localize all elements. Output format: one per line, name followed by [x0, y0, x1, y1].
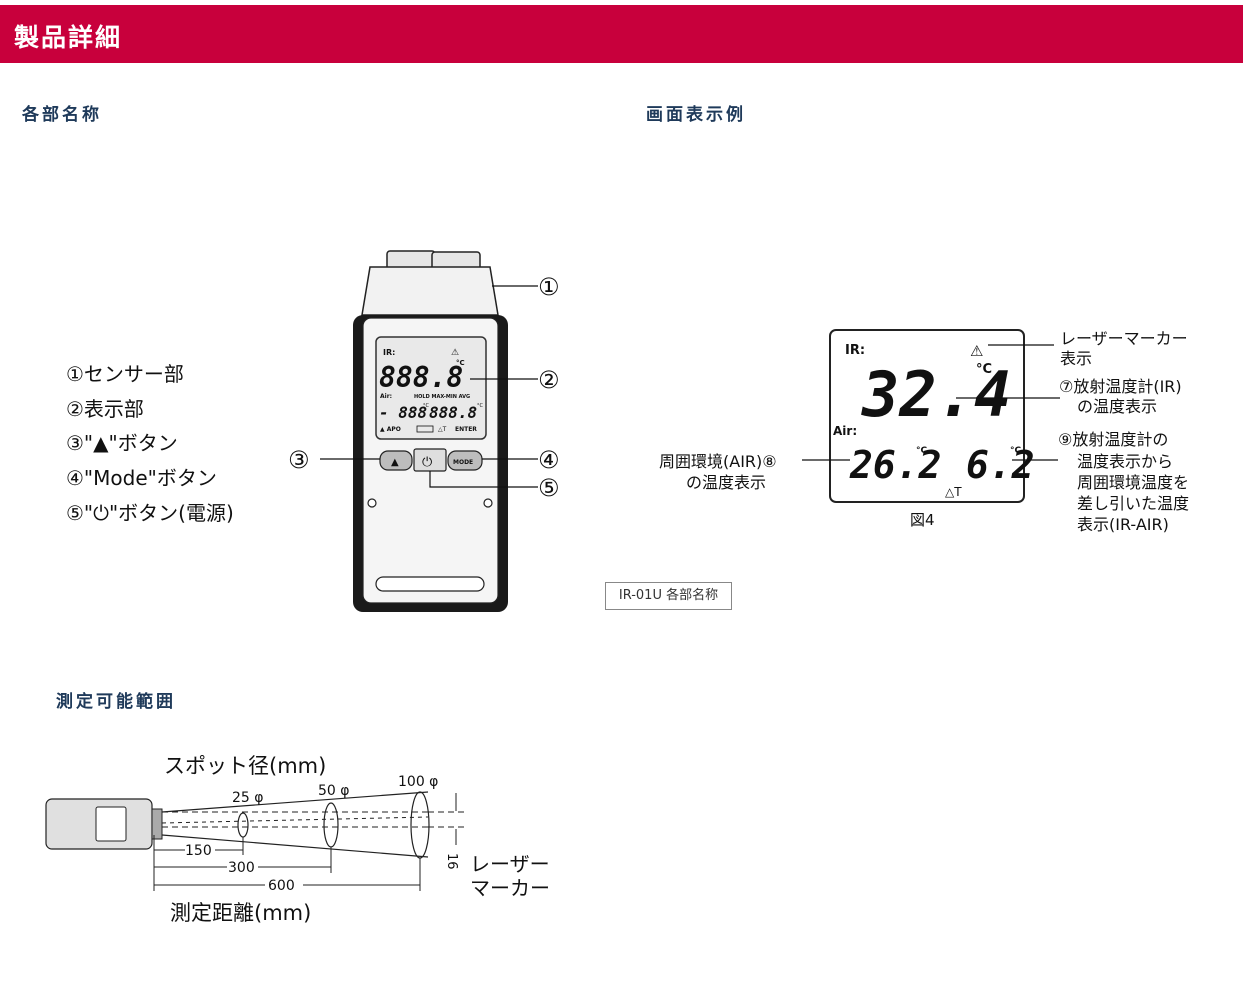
- display-air-label: Air:: [833, 424, 857, 438]
- figure-caption: IR-01U 各部名称: [605, 582, 732, 610]
- up-button[interactable]: [379, 450, 413, 471]
- section-title-display: 画面表示例: [646, 105, 746, 125]
- range-diagram: スポット径(mm) 25 φ 50 φ 100 φ 150 300 600 16…: [45, 754, 550, 925]
- section-title-parts: 各部名称: [22, 105, 102, 125]
- lcd-enter-label: ENTER: [455, 426, 477, 433]
- annotation-diff-5: 表示(IR-AIR): [1077, 515, 1169, 534]
- spot-25-label: 25 φ: [232, 790, 264, 806]
- lcd-main-digits: 888.8: [379, 361, 463, 394]
- annotation-air-2: の温度表示: [686, 473, 766, 492]
- lcd-delta-label: △T: [438, 426, 447, 433]
- screw-right: [483, 498, 493, 508]
- laser-warning-icon: ⚠: [451, 348, 459, 358]
- display-delta-label: △T: [945, 485, 962, 499]
- laser-label-1: レーザー: [470, 852, 550, 876]
- distance-300: 300: [228, 860, 255, 876]
- device-slot: [375, 576, 485, 592]
- battery-icon: [416, 425, 434, 433]
- sensor-head: [361, 266, 499, 316]
- up-button-glyph: ▲: [391, 457, 399, 468]
- display-ir-value: 32.4: [861, 358, 1011, 431]
- display-delta-unit: °C: [1010, 446, 1022, 456]
- display-ir-label: IR:: [845, 343, 865, 358]
- parts-label-display: ②表示部: [66, 397, 144, 421]
- callout-5: ⑤: [538, 474, 560, 502]
- distance-600: 600: [268, 878, 295, 894]
- spot-ellipse-100: [410, 791, 430, 859]
- annotation-diff-1: ⑨放射温度計の: [1058, 430, 1168, 449]
- parts-label-list: ①センサー部 ②表示部 ③"▲"ボタン ④"Mode"ボタン ⑤"⏻"ボタン(電…: [66, 362, 234, 525]
- lcd-ir-label: IR:: [383, 348, 395, 357]
- parts-label-sensor: ①センサー部: [66, 362, 184, 386]
- power-icon: ⏻: [422, 455, 432, 470]
- section-title-range: 測定可能範囲: [56, 692, 176, 712]
- annotation-diff-4: 差し引いた温度: [1077, 494, 1189, 513]
- display-air-unit: °C: [916, 446, 928, 456]
- parts-label-up-button: ③"▲"ボタン: [66, 431, 178, 455]
- spot-title: スポット径(mm): [164, 754, 326, 778]
- lcd-mode-text: HOLD MAX-MIN AVG: [414, 394, 470, 400]
- annotation-ir-1: ⑦放射温度計(IR): [1059, 377, 1182, 396]
- annotation-laser-1: レーザーマーカー: [1060, 329, 1188, 348]
- annotation-air-1: 周囲環境(AIR)⑧: [659, 452, 777, 471]
- mode-button[interactable]: [447, 450, 483, 471]
- page-title: 製品詳細: [14, 23, 123, 52]
- display-frame: [829, 329, 1025, 503]
- spot-ellipse-50: [323, 802, 339, 848]
- parts-label-mode-button: ④"Mode"ボタン: [66, 466, 217, 490]
- callout-2: ②: [538, 366, 560, 394]
- display-air-value: 26.2: [849, 443, 942, 487]
- display-unit-main: °C: [976, 362, 992, 377]
- device-side-sensor: [151, 808, 163, 840]
- lcd-frame: [375, 336, 487, 440]
- annotation-diff-2: 温度表示から: [1077, 452, 1173, 471]
- callout-1: ①: [538, 273, 560, 301]
- lcd-air-label: Air:: [380, 393, 392, 400]
- annotation-diff-3: 周囲環境温度を: [1077, 473, 1189, 492]
- screw-left: [367, 498, 377, 508]
- display-delta-value: 6.2: [966, 443, 1035, 487]
- spot-100-label: 100 φ: [398, 774, 438, 790]
- spot-50-label: 50 φ: [318, 783, 350, 799]
- annotation-laser-2: 表示: [1060, 349, 1092, 368]
- device-illustration: IR: ⚠ °C 888.8 Air: HOLD MAX-MIN AVG - 8…: [288, 250, 560, 612]
- laser-label-2: マーカー: [470, 876, 550, 900]
- display-laser-icon: ⚠: [970, 342, 983, 360]
- display-example: IR: ⚠ °C 32.4 Air: 26.2 °C 6.2 °C △T 図4 …: [659, 329, 1189, 534]
- figure-label: 図4: [910, 511, 935, 529]
- annotation-ir-2: の温度表示: [1077, 397, 1157, 416]
- device-side-lcd: [95, 806, 127, 842]
- parts-label-power-button: ⑤"⏻"ボタン(電源): [66, 501, 234, 525]
- distance-title: 測定距離(mm): [170, 901, 311, 925]
- header-bar: 製品詳細: [0, 5, 1243, 63]
- distance-150: 150: [185, 843, 212, 859]
- mode-button-label: MODE: [453, 459, 473, 466]
- laser-offset: 16: [444, 853, 459, 870]
- lcd-sub-right: 888.8: [429, 403, 477, 422]
- lcd-sub-left: - 888: [379, 403, 427, 422]
- lcd-unit-small-right: °C: [477, 403, 484, 409]
- lcd-unit: °C: [456, 359, 465, 367]
- callout-4: ④: [538, 446, 560, 474]
- spot-ellipse-25: [237, 812, 249, 838]
- callout-3: ③: [288, 446, 310, 474]
- lcd-apo-label: ▲ APO: [380, 426, 401, 433]
- lcd-unit-small: °C: [423, 403, 430, 409]
